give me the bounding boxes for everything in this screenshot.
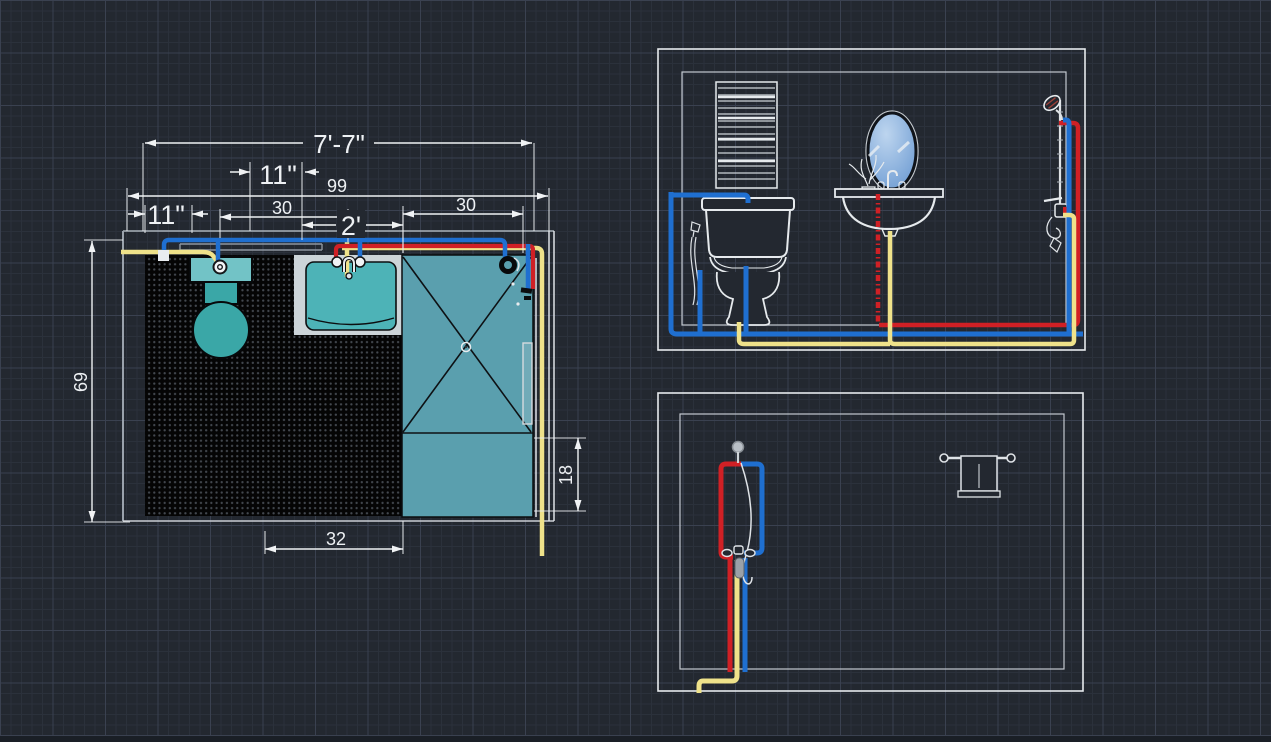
toilet-supply-valve <box>212 259 228 275</box>
cold-water-loop-heater <box>741 461 765 672</box>
shower-column-elevation <box>1043 94 1068 253</box>
shower-head-topview <box>499 256 520 274</box>
canvas-bottom-strip <box>0 736 1271 742</box>
shower-head-stem <box>1055 109 1063 121</box>
hot-water-loop-heater <box>718 461 741 672</box>
dimension-annotations: 7'-7" 11" 99 11" 30 30 <box>71 129 586 554</box>
window-lines <box>179 243 323 251</box>
dim-left-span: 30 <box>272 198 292 218</box>
elevation-side-view <box>657 392 1084 693</box>
elevation-side-inner-frame <box>679 413 1065 670</box>
shower-pan-markings <box>402 256 533 434</box>
room-walls <box>122 230 555 522</box>
sink-basin-lip <box>307 317 395 326</box>
pipe-endpoint-box <box>158 250 169 261</box>
dim-room-depth: 69 <box>71 372 91 392</box>
towel-bar <box>939 453 1016 498</box>
dim-top-offset: 11" <box>259 160 297 190</box>
drain-pipe-heater <box>696 560 740 693</box>
dim-left-offset: 11" <box>147 200 185 230</box>
dim-right-span: 30 <box>456 195 476 215</box>
dim-right-depth: 18 <box>556 465 576 485</box>
heater-faucet <box>721 545 756 579</box>
shower-glass-door <box>522 342 533 425</box>
cold-water-pipes-floorplan <box>161 237 531 291</box>
elevation-side-outer-frame <box>657 392 1084 692</box>
sink-faucet-topview <box>331 255 366 280</box>
drain-pipes-elevation <box>736 212 1077 347</box>
shower-valve-lever <box>1043 196 1063 203</box>
mirror <box>865 110 919 192</box>
towel-radiator <box>715 81 778 189</box>
sink-elevation <box>834 169 944 237</box>
dim-total-width: 7'-7" <box>313 129 365 159</box>
hot-water-pipes-floorplan <box>333 243 536 289</box>
sink-basin-topview <box>305 261 397 331</box>
toilet-topview <box>189 256 253 359</box>
dim-bottom-span: 32 <box>326 529 346 549</box>
elevation-main-outer-frame <box>657 48 1086 351</box>
shower-drain <box>460 341 472 353</box>
elevation-main-view <box>657 48 1086 351</box>
shower-valve-topview <box>511 282 533 306</box>
dim-shower-width: 2' <box>341 211 361 241</box>
dim-overall-inches: 99 <box>327 176 347 196</box>
cold-water-pipes-elevation <box>668 117 1083 337</box>
shower-pan-topview <box>401 254 534 518</box>
elevation-main-inner-frame <box>681 71 1067 326</box>
floor-plan-view <box>121 230 555 556</box>
